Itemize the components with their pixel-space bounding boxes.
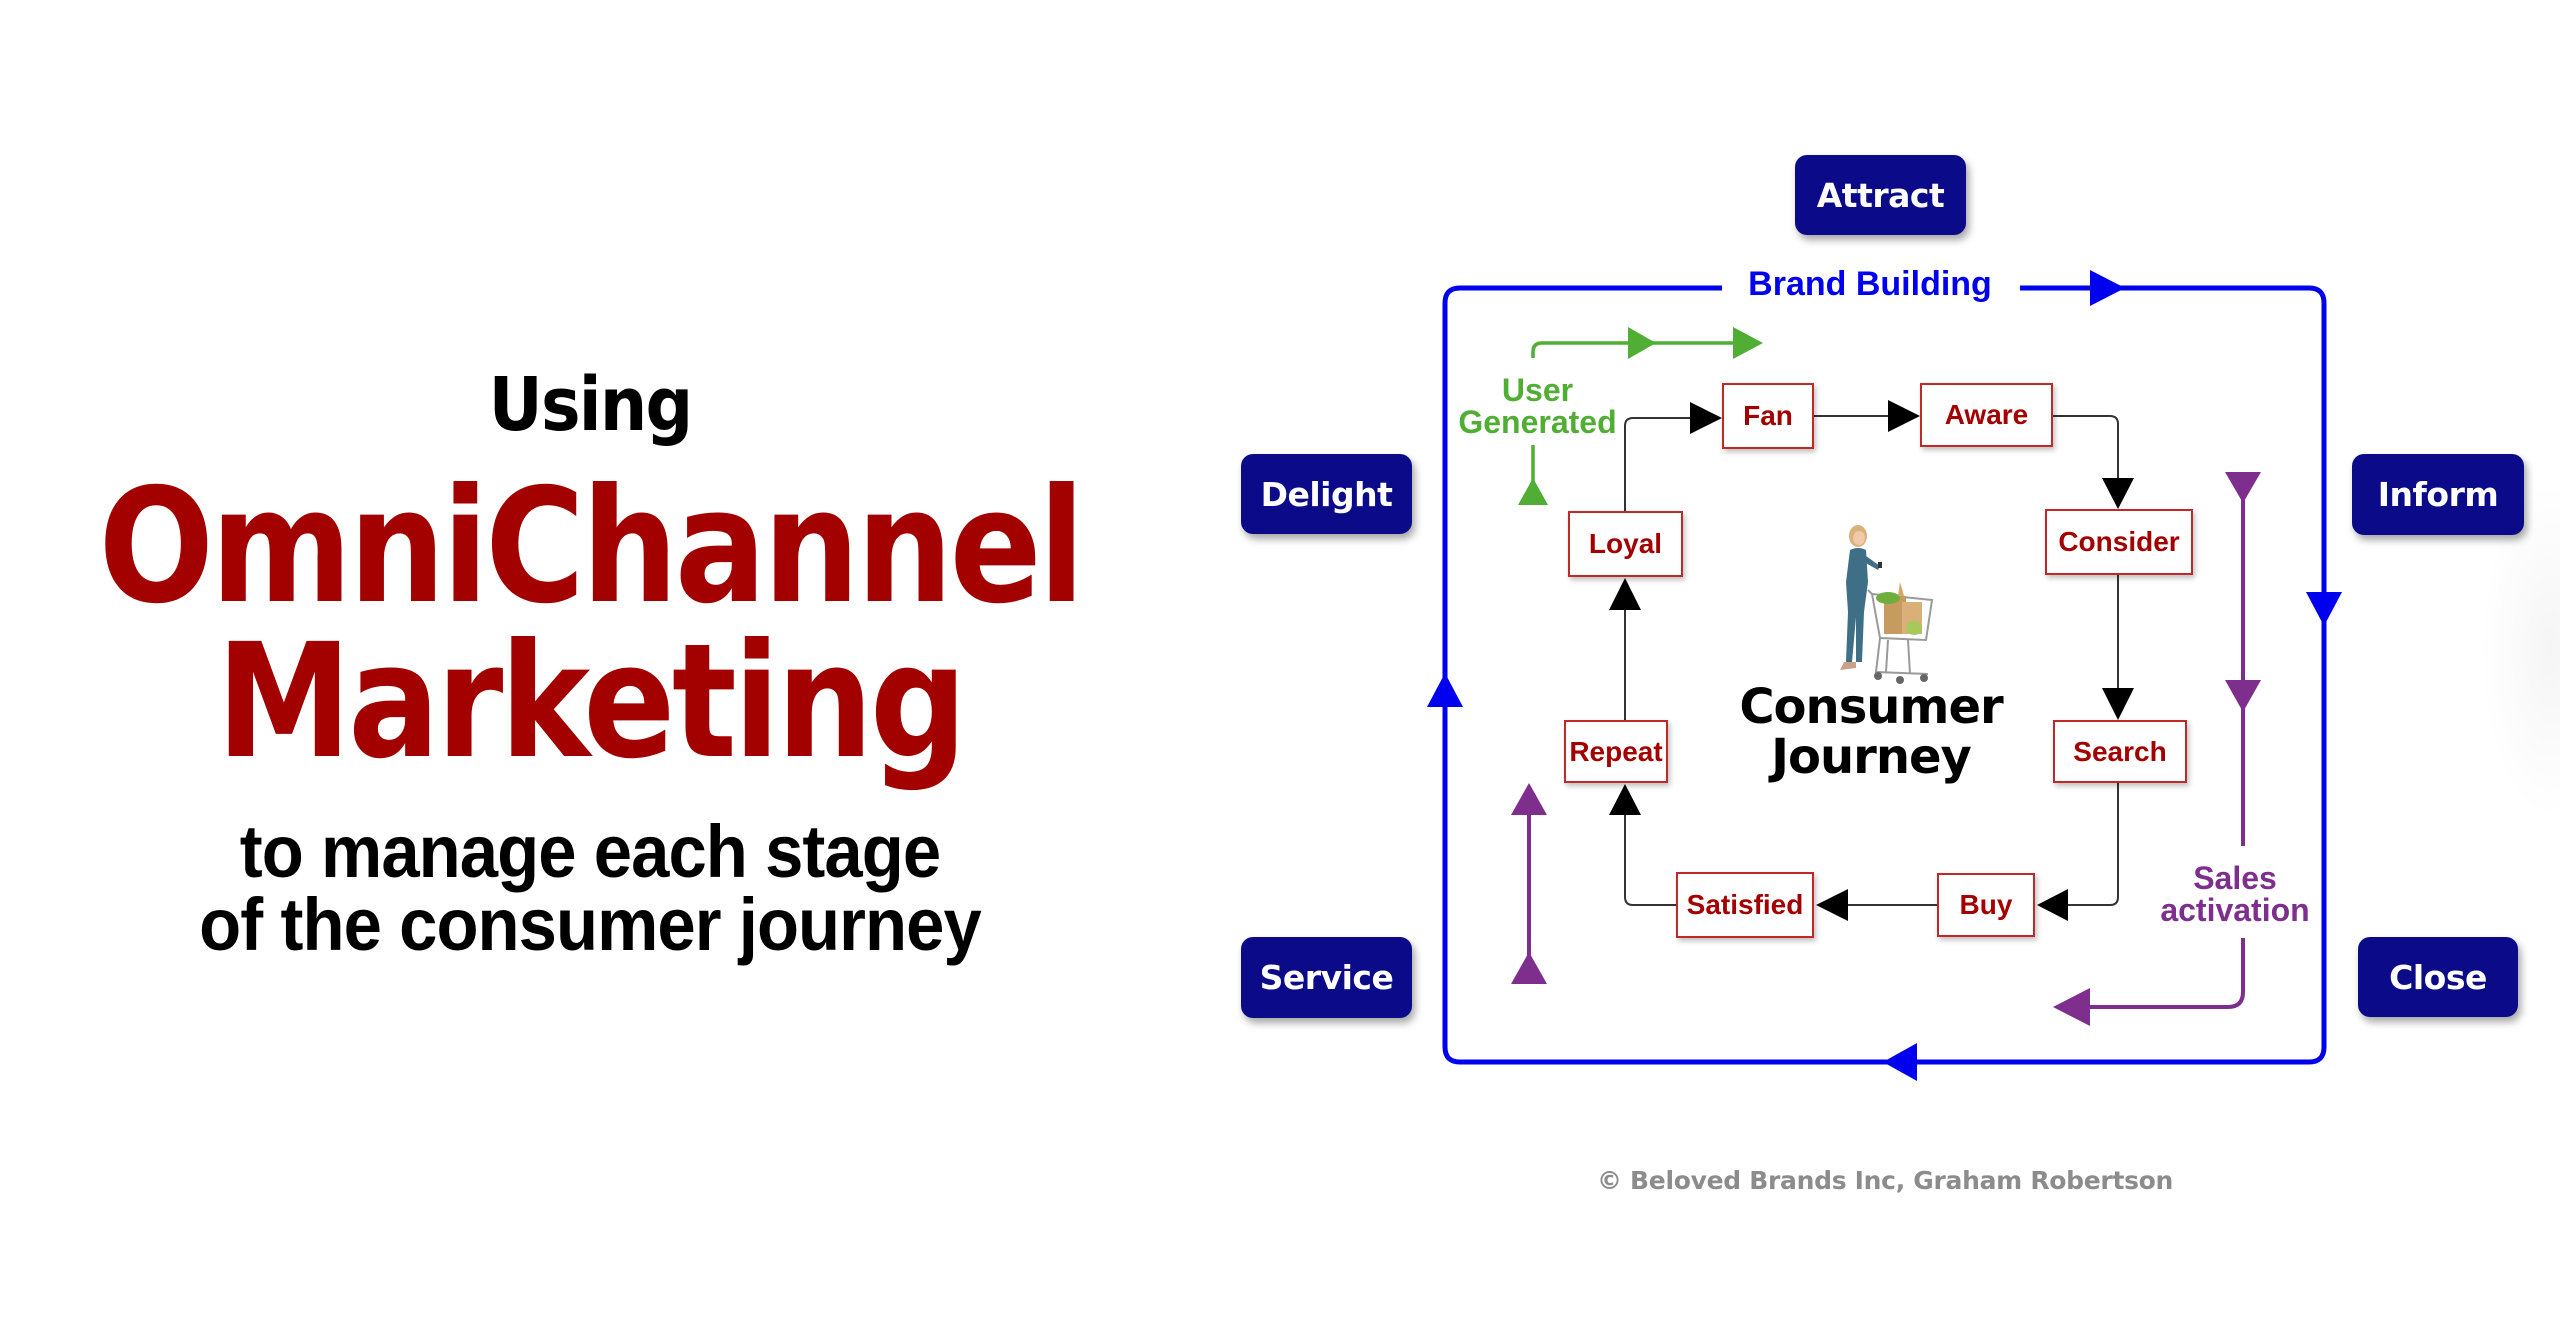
- sales-activation-label-line2: activation: [2160, 892, 2310, 928]
- stage-satisfied[interactable]: Satisfied: [1676, 872, 1814, 938]
- user-generated-arrow-up: [1518, 478, 1548, 505]
- user-generated-arrow-1: [1628, 327, 1656, 359]
- stage-repeat[interactable]: Repeat: [1564, 720, 1668, 783]
- copyright-notice: © Beloved Brands Inc, Graham Robertson: [1596, 1166, 2174, 1195]
- consumer-journey-label-line1: Consumer: [1739, 679, 2003, 735]
- stage-buy[interactable]: Buy: [1937, 873, 2035, 937]
- arrow-aware-to-consider: [2102, 478, 2134, 509]
- journey-connectors: [1624, 415, 2119, 906]
- arrow-consider-to-search: [2102, 688, 2134, 720]
- consumer-journey-label-line2: Journey: [1771, 729, 1972, 785]
- arrow-buy-to-satisfied: [1816, 889, 1848, 921]
- stage-fan[interactable]: Fan: [1722, 383, 1814, 449]
- user-generated-label: User Generated: [1430, 374, 1645, 438]
- stage-search[interactable]: Search: [2053, 720, 2187, 783]
- brand-building-label: Brand Building: [1748, 265, 1992, 303]
- brand-arrow-top: [2090, 270, 2125, 306]
- user-generated-label-line1: User: [1501, 372, 1574, 408]
- stage-loyal[interactable]: Loyal: [1568, 511, 1683, 577]
- arrow-fan-to-aware: [1888, 400, 1920, 432]
- user-generated-label-line2: Generated: [1458, 404, 1617, 440]
- action-delight[interactable]: Delight: [1241, 454, 1412, 534]
- stage-consider[interactable]: Consider: [2045, 509, 2193, 575]
- action-attract[interactable]: Attract: [1795, 155, 1966, 235]
- action-inform[interactable]: Inform: [2352, 454, 2524, 535]
- sales-arrow-down-1: [2225, 472, 2261, 503]
- headline-subtitle-line2: of the consumer journey: [199, 883, 982, 966]
- sales-activation-path: [1527, 475, 2245, 1009]
- shopper-with-cart-icon: [1840, 525, 1934, 684]
- consumer-journey-label: Consumer Journey: [1700, 682, 2042, 782]
- action-service[interactable]: Service: [1241, 937, 1412, 1018]
- sales-arrow-up-1: [1511, 783, 1547, 815]
- sales-arrow-left: [2053, 988, 2090, 1026]
- arrow-search-to-buy: [2037, 889, 2068, 921]
- sales-activation-label-line1: Sales: [2193, 860, 2277, 896]
- headline-block: Using OmniChannel Marketing to manage ea…: [0, 0, 1180, 1332]
- headline-subtitle-line1: to manage each stage: [239, 810, 941, 893]
- brand-arrow-bottom: [1883, 1043, 1917, 1081]
- user-generated-path: [1531, 341, 1735, 482]
- sales-arrow-down-2: [2225, 680, 2261, 712]
- sales-activation-label: Sales activation: [2130, 862, 2340, 926]
- action-close[interactable]: Close: [2358, 937, 2518, 1017]
- headline-intro: Using: [488, 362, 693, 448]
- arrow-loyal-to-fan: [1690, 402, 1722, 434]
- brand-arrow-right: [2306, 592, 2342, 626]
- arrow-satisfied-to-repeat: [1609, 784, 1641, 815]
- headline-title-line1: OmniChannel: [98, 455, 1085, 639]
- user-generated-arrow-2: [1733, 327, 1763, 359]
- sales-arrow-up-2: [1511, 952, 1547, 984]
- stage-aware[interactable]: Aware: [1920, 383, 2053, 447]
- brand-arrow-left: [1427, 673, 1463, 707]
- headline-title-line2: Marketing: [216, 610, 967, 794]
- arrow-repeat-to-loyal: [1609, 578, 1641, 610]
